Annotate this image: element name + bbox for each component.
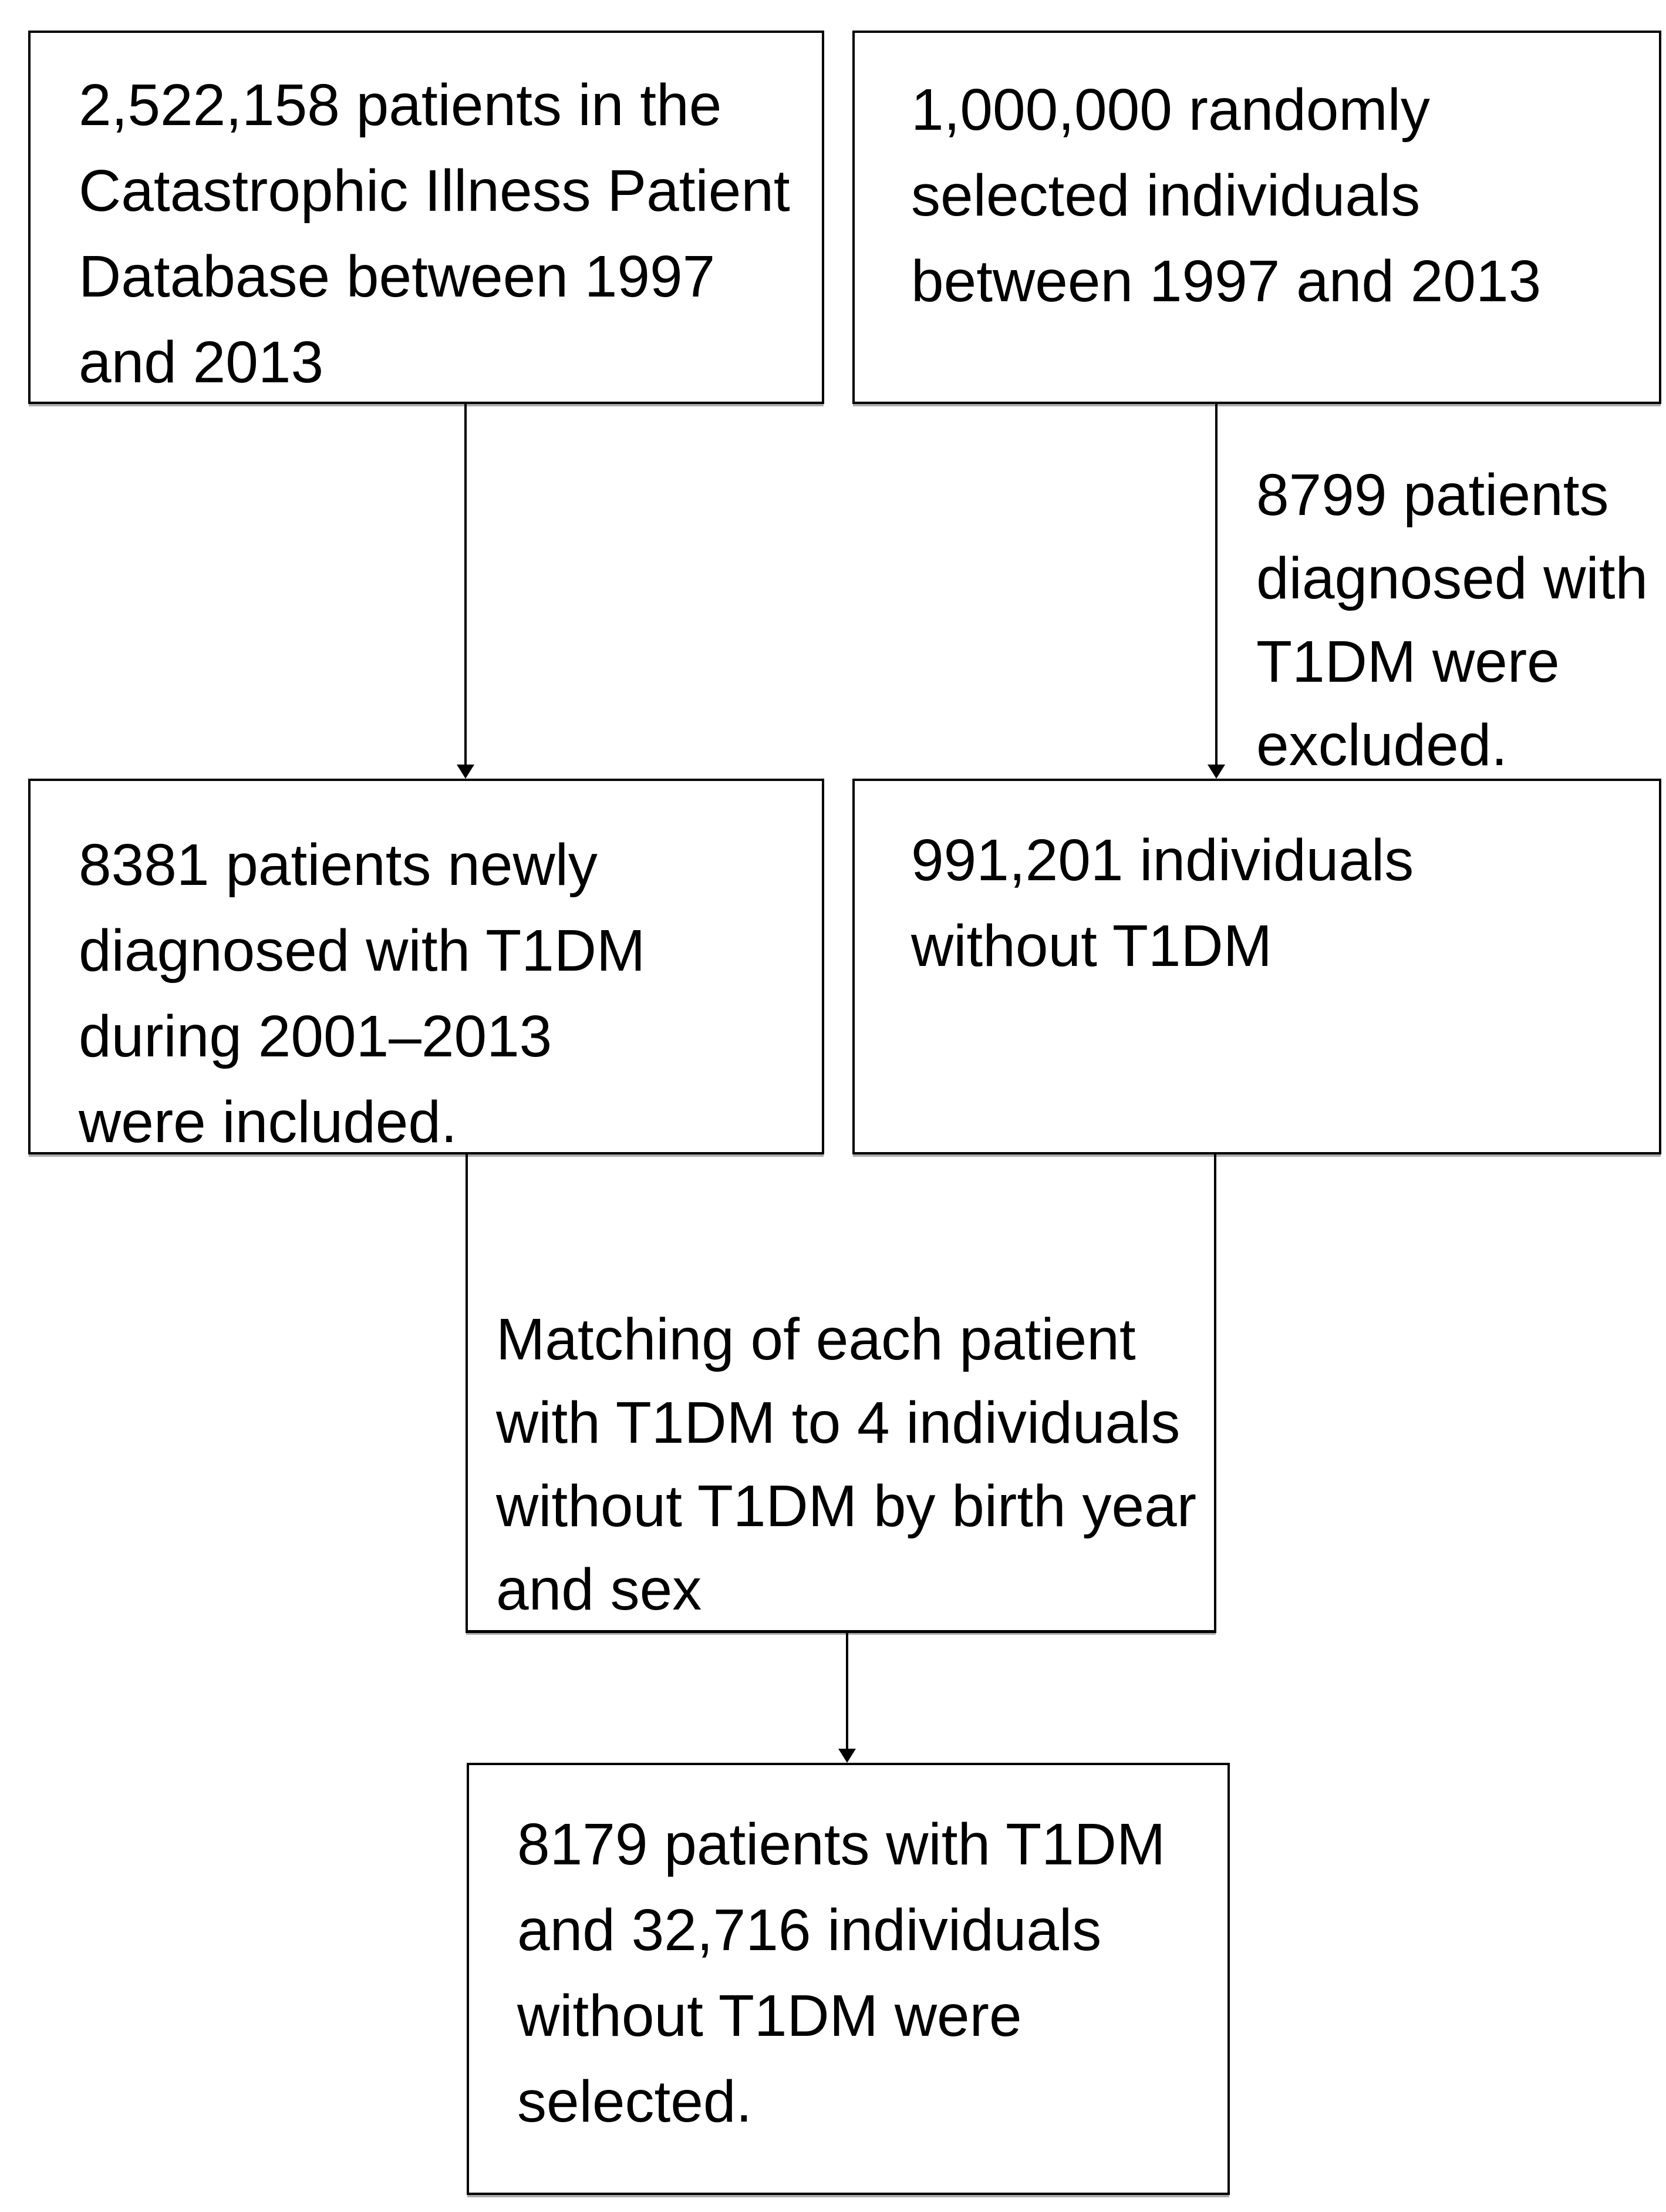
box-source-random: 1,000,000 randomly selected individuals …	[852, 31, 1661, 404]
arrowhead-down-icon	[1208, 765, 1225, 779]
matching-region-bottom-border	[466, 1630, 1216, 1633]
connector-matching-to-final-line	[846, 1633, 848, 1750]
box-source-cipd-text: 2,522,158 patients in the Catastrophic I…	[79, 72, 790, 395]
matching-region-text: Matching of each patient with T1DM to 4 …	[496, 1307, 1197, 1622]
matching-region-left-line	[466, 1154, 468, 1633]
box-source-cipd: 2,522,158 patients in the Catastrophic I…	[28, 31, 824, 404]
box-final-cohort: 8179 patients with T1DM and 32,716 indiv…	[467, 1763, 1230, 2195]
arrowhead-down-icon	[457, 765, 474, 779]
matching-region-right-line	[1214, 1154, 1216, 1633]
note-excluded: 8799 patients diagnosed with T1DM were e…	[1256, 462, 1648, 778]
box-included-t1dm-text: 8381 patients newly diagnosed with T1DM …	[79, 832, 646, 1155]
connector-random-to-without-line	[1215, 404, 1218, 765]
box-final-cohort-text: 8179 patients with T1DM and 32,716 indiv…	[517, 1812, 1166, 2134]
connector-cipd-to-included-line	[464, 404, 467, 765]
box-source-random-text: 1,000,000 randomly selected individuals …	[911, 77, 1542, 314]
box-without-t1dm-text: 991,201 individuals without T1DM	[911, 827, 1414, 979]
box-included-t1dm: 8381 patients newly diagnosed with T1DM …	[28, 779, 824, 1155]
box-without-t1dm: 991,201 individuals without T1DM	[852, 779, 1661, 1154]
arrowhead-down-icon	[838, 1749, 856, 1763]
